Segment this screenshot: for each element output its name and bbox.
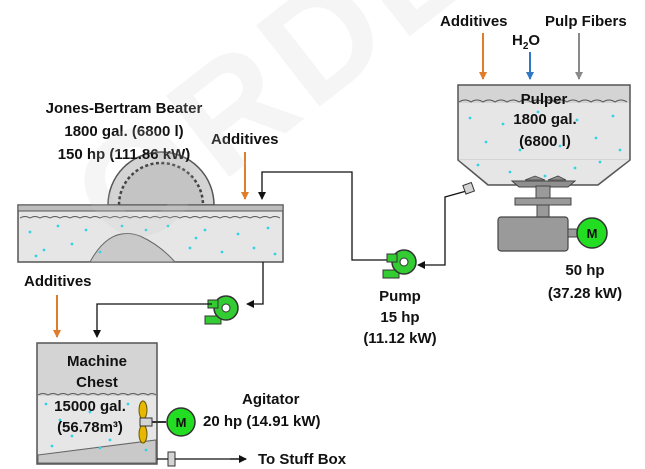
agitator-motor-letter: M	[175, 415, 187, 430]
pulper-motor	[576, 217, 608, 249]
agitator-name: Agitator	[242, 391, 300, 408]
pump-power-metric: (11.12 kW)	[363, 330, 437, 347]
pipe-pump-to-chest	[93, 303, 212, 338]
pipe-pump-to-beater	[258, 171, 389, 261]
chest-name-line2: Chest	[76, 374, 118, 391]
pulper-capacity: 1800 gal.	[513, 111, 577, 128]
chest-additives-label: Additives	[24, 273, 92, 290]
pulper-title: Pulper	[520, 91, 568, 108]
pulper-motor-power: 50 hp	[565, 262, 605, 279]
agitator-power: 20 hp (14.91 kW)	[203, 413, 321, 430]
stuff-box-label: To Stuff Box	[258, 451, 347, 468]
water-h: H	[512, 32, 523, 49]
pulper-drive	[497, 185, 579, 252]
chest-name-line1: Machine	[66, 353, 127, 370]
pump-power: 15 hp	[380, 309, 420, 326]
agitator-propeller	[138, 400, 166, 444]
pipe-pulper-to-pump	[417, 189, 471, 269]
beater-capacity: 1800 gal. (6800 l)	[64, 123, 184, 140]
beater-additives-label: Additives	[211, 131, 279, 148]
beater-bubbles	[28, 224, 277, 258]
transfer-pump	[204, 295, 239, 325]
pulper-additives-label: Additives	[440, 13, 508, 30]
pulper-bubbles	[468, 110, 622, 178]
pulper-motor-letter: M	[586, 226, 598, 241]
pulper-motor-power-metric: (37.28 kW)	[547, 285, 623, 302]
pulper-outlet-valve	[462, 181, 476, 195]
chest-bubbles	[44, 402, 148, 452]
pump-name: Pump	[379, 288, 421, 305]
agitator-motor	[166, 407, 196, 437]
machine-chest-vessel	[36, 342, 158, 465]
pulper-vessel	[457, 84, 631, 188]
main-pump	[382, 249, 417, 279]
pulper-fibers-label: Pulp Fibers	[545, 13, 627, 30]
water-subscript: 2	[522, 41, 529, 52]
chest-capacity-metric: (56.78m³)	[57, 419, 123, 436]
beater-power: 150 hp (111.86 kW)	[57, 146, 191, 163]
pulper-water-label: H2O	[512, 32, 540, 56]
beater-name: Jones-Bertram Beater	[45, 100, 203, 117]
pulper-capacity-metric: (6800 l)	[519, 133, 571, 150]
pipe-beater-to-pump	[246, 262, 264, 308]
beater-vessel	[17, 151, 284, 263]
chest-outlet-valve	[167, 451, 176, 467]
chest-capacity: 15000 gal.	[54, 398, 126, 415]
water-o: O	[528, 32, 541, 49]
